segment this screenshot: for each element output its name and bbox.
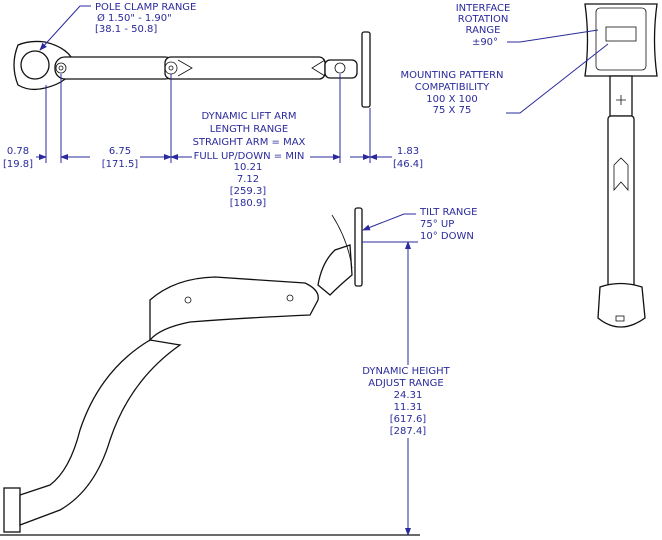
height-min-metric: [287.4] — [390, 426, 427, 437]
pole-clamp-side — [3, 487, 21, 533]
height-max: 24.31 — [394, 390, 423, 401]
side-view-drawing — [0, 207, 420, 536]
vesa-plate-front — [584, 3, 658, 77]
dim-clamp-metric: [19.8] — [3, 159, 33, 170]
mounting-pattern-75: 75 X 75 — [433, 105, 472, 116]
vesa-plate-side — [354, 207, 363, 287]
dim-arm-imperial: 6.75 — [109, 146, 131, 157]
pole-front — [607, 115, 635, 291]
lift-arm — [164, 56, 326, 80]
lift-arm-side — [149, 276, 319, 342]
lift-arm-line3: STRAIGHT ARM = MAX — [193, 137, 306, 148]
lift-arm-line2: LENGTH RANGE — [210, 124, 289, 135]
mounting-line2: COMPATIBILITY — [415, 82, 490, 93]
lift-arm-line4: FULL UP/DOWN = MIN — [194, 151, 305, 162]
tilt-head — [324, 59, 358, 79]
first-arm — [54, 56, 176, 80]
lift-arm-max-metric: [259.3] — [230, 186, 267, 197]
height-max-metric: [617.6] — [390, 414, 427, 425]
tilt-title: TILT RANGE — [419, 207, 477, 218]
pole-circle — [20, 50, 50, 80]
dim-head-metric: [46.4] — [393, 159, 423, 170]
lift-arm-min-metric: [180.9] — [230, 198, 267, 209]
front-view-drawing — [506, 3, 658, 328]
rotation-value: ±90° — [472, 37, 498, 48]
dim-arm-metric: [171.5] — [102, 159, 139, 170]
top-view-drawing — [13, 5, 392, 163]
height-line1: DYNAMIC HEIGHT — [362, 366, 450, 377]
rotation-line1: INTERFACE — [456, 3, 511, 14]
dim-head-imperial: 1.83 — [397, 146, 419, 157]
vesa-plate-top — [361, 31, 371, 108]
base-front — [597, 282, 646, 328]
pole-clamp-title: POLE CLAMP RANGE — [95, 2, 196, 13]
dim-clamp-imperial: 0.78 — [7, 146, 29, 157]
lift-arm-line1: DYNAMIC LIFT ARM — [201, 111, 296, 122]
rotation-line3: RANGE — [466, 25, 501, 36]
tilt-down: 10° DOWN — [420, 231, 474, 242]
tilt-head-side — [317, 244, 353, 296]
mounting-line1: MOUNTING PATTERN — [400, 70, 503, 81]
mounting-pattern-100: 100 X 100 — [426, 94, 477, 105]
tilt-up: 75° UP — [420, 219, 454, 230]
pole-clamp-imperial: Ø 1.50" - 1.90" — [97, 12, 172, 24]
pole-clamp-metric: [38.1 - 50.8] — [95, 24, 157, 35]
rotation-line2: ROTATION — [458, 14, 509, 25]
lift-arm-min: 7.12 — [237, 174, 259, 185]
height-min: 11.31 — [394, 402, 423, 413]
first-arm-side — [19, 339, 182, 526]
height-line2: ADJUST RANGE — [368, 378, 443, 389]
lift-arm-max: 10.21 — [234, 162, 263, 173]
